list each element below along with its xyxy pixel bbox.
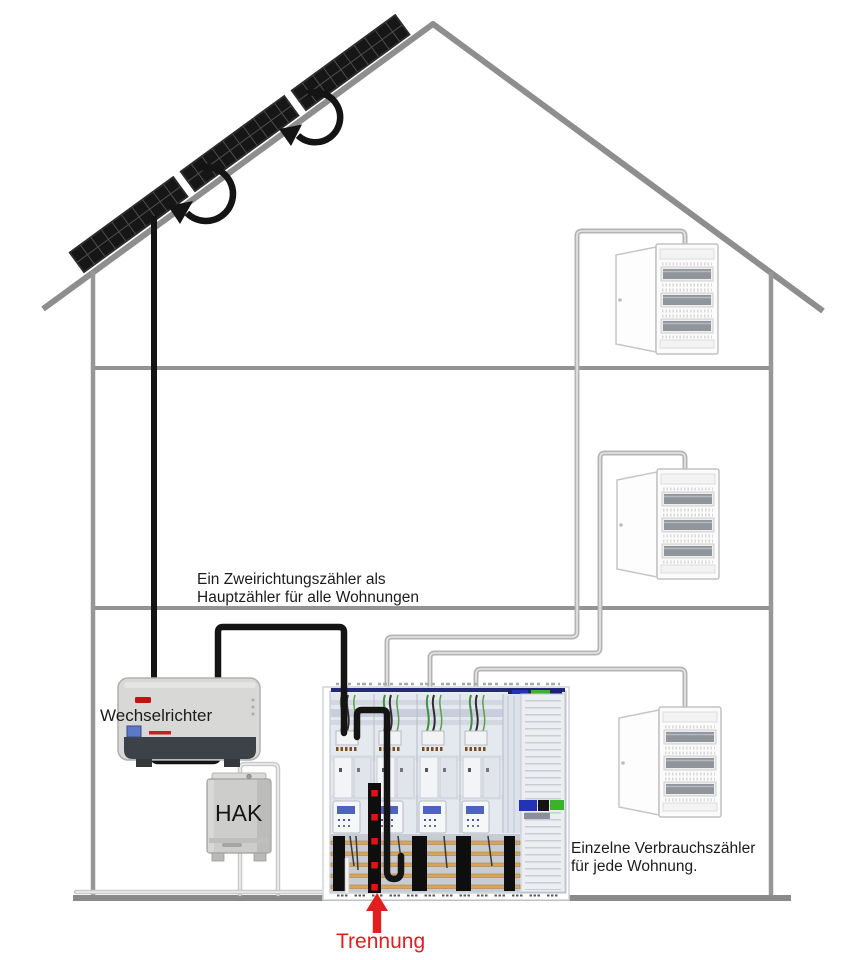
string-loop-arrow-2	[279, 89, 344, 146]
separation-arrow-icon	[366, 893, 388, 933]
inverter-logo	[135, 697, 151, 703]
arrowhead-icon	[168, 201, 193, 224]
cabinet-right-column	[519, 693, 566, 893]
distribution-cable-3	[473, 666, 688, 712]
busbar-zone	[330, 783, 521, 893]
main-meter-label-line2: Hauptzähler für alle Wohnungen	[197, 589, 419, 606]
distribution-cable-2	[427, 450, 688, 692]
inverter-label: Wechselrichter	[100, 706, 212, 725]
separation-label: Trennung	[336, 930, 425, 953]
inverter	[117, 677, 261, 767]
string-loop-arrow-1	[168, 163, 237, 225]
cabinet-top-rail	[331, 688, 565, 692]
distribution-box-1	[614, 242, 720, 356]
supply-cable	[73, 855, 350, 895]
roof-line	[41, 21, 825, 314]
arrowhead-icon	[279, 124, 302, 146]
consumption-label-line2: für jede Wohnung.	[571, 858, 697, 875]
separation-busbar-strip	[368, 783, 381, 893]
hak-label: HAK	[215, 800, 263, 826]
main-meter-label-line1: Ein Zweirichtungszähler als	[197, 571, 386, 588]
hak-cable	[237, 761, 281, 897]
main-meter-loop-cable	[353, 706, 405, 883]
distribution-box-3	[617, 705, 723, 819]
solar-panel-1	[68, 176, 189, 273]
meter-cabinet	[322, 682, 570, 901]
inverter-display	[126, 725, 142, 738]
hak-box	[206, 772, 272, 862]
distribution-cable-1	[384, 228, 688, 692]
distribution-box-2	[615, 467, 721, 581]
consumption-label-line1: Einzelne Verbrauchszähler	[571, 840, 755, 857]
solar-panel-2	[179, 95, 300, 192]
